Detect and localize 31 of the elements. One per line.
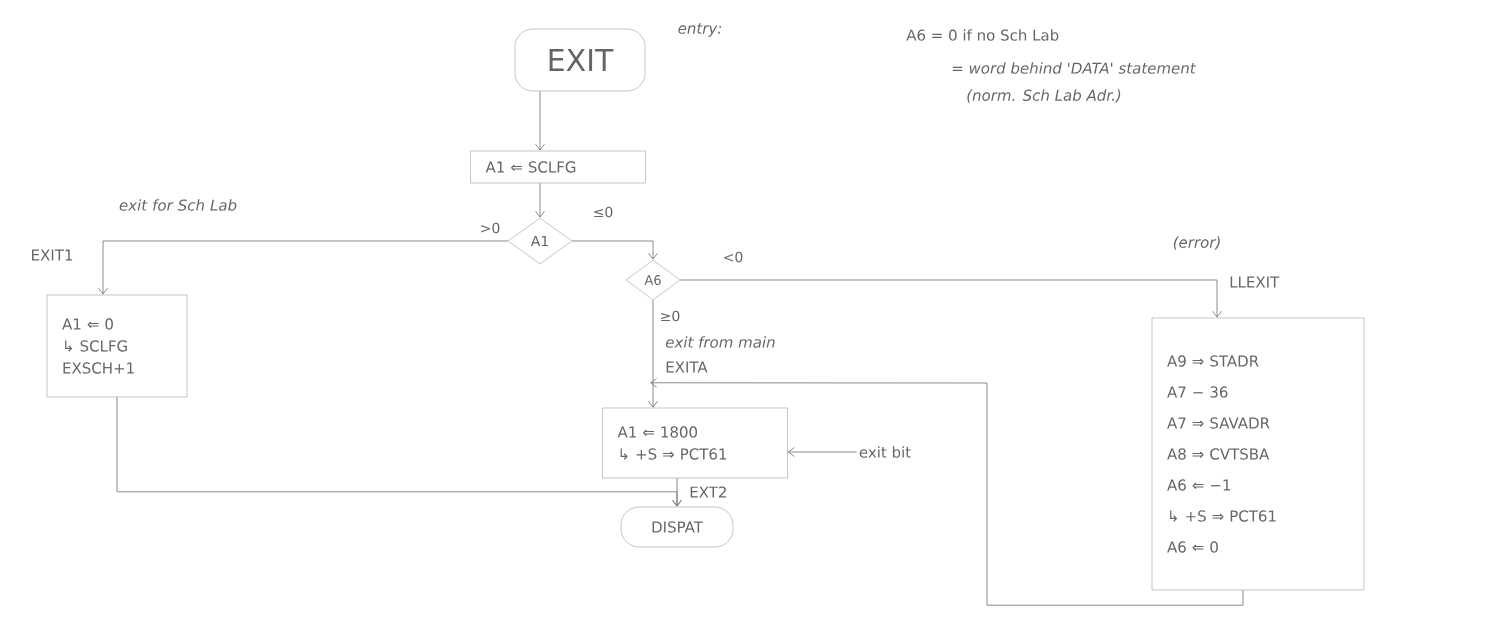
terminal-box: DISPAT <box>620 506 734 548</box>
edge-label: >0 <box>481 222 500 234</box>
note-text: = word behind 'DATA' statement <box>952 62 1197 74</box>
terminal-box: EXIT <box>514 28 646 92</box>
arrow <box>98 240 509 295</box>
edge-label: <0 <box>724 251 743 263</box>
arrow <box>787 447 858 457</box>
edge-label: ≥0 <box>661 310 680 322</box>
note-text: exit bit <box>859 446 911 458</box>
note-text: EXITA <box>666 361 708 373</box>
process-box: A1 ⇐ 1800 ↳ +S ⇒ PCT61 <box>602 407 788 479</box>
note-text: A6 = 0 if no Sch Lab <box>906 29 1059 41</box>
note-text: exit from main <box>665 336 775 348</box>
process-box: A9 ⇒ STADR A7 − 36 A7 ⇒ SAVADR A8 ⇒ CVTSBA A6 ⇐ −1 ↳ +S ⇒ PCT61 A6 ⇐ 0 <box>1151 317 1365 591</box>
arrow <box>535 182 545 218</box>
arrow <box>679 279 1222 318</box>
note-text: EXT2 <box>690 486 726 498</box>
edge-label: ≤0 <box>594 206 613 218</box>
note-text: (error) <box>1173 236 1220 250</box>
note-text: LLEXIT <box>1230 276 1280 288</box>
process-box: A1 ⇐ SCLFG <box>470 150 646 184</box>
process-box: A1 ⇐ 0 ↳ SCLFG EXSCH+1 <box>46 294 188 398</box>
arrow <box>672 477 682 507</box>
note-text: exit for Sch Lab <box>119 199 237 211</box>
arrow <box>571 240 658 260</box>
arrow <box>535 90 545 151</box>
arrow <box>648 299 658 408</box>
note-text: entry: <box>678 23 722 37</box>
note-text: EXIT1 <box>32 249 73 261</box>
arrow <box>650 377 1244 606</box>
note-text: (norm. Sch Lab Adr.) <box>967 89 1121 103</box>
